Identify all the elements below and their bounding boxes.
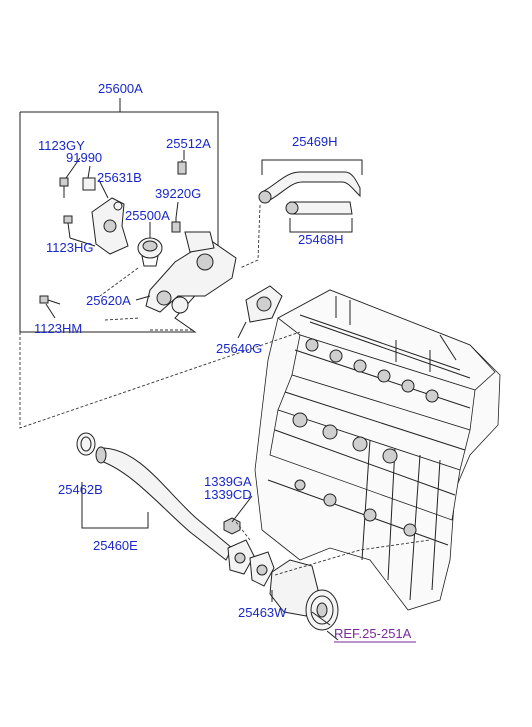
label-39220G: 39220G bbox=[155, 186, 201, 201]
label-25600A: 25600A bbox=[98, 81, 143, 96]
label-91990: 91990 bbox=[66, 150, 102, 165]
part-thermostat-25500A bbox=[137, 237, 163, 267]
label-25462B: 25462B bbox=[58, 482, 103, 497]
label-25463W: 25463W bbox=[238, 605, 287, 620]
connection-lines bbox=[19, 204, 431, 576]
label-25631B: 25631B bbox=[97, 170, 142, 185]
label-25500A: 25500A bbox=[125, 208, 170, 223]
part-sensor-25512A bbox=[177, 160, 187, 175]
part-bolt-1123HM bbox=[39, 295, 61, 305]
part-bolt-1123GY bbox=[59, 177, 69, 198]
part-pipe-25460E bbox=[81, 446, 233, 561]
leader-lines bbox=[45, 150, 331, 626]
water-pump bbox=[269, 559, 339, 641]
label-25620A: 25620A bbox=[86, 293, 131, 308]
part-gasket-25640G bbox=[237, 285, 283, 339]
part-nut-1339GA bbox=[223, 517, 241, 535]
label-25468H: 25468H bbox=[298, 232, 344, 247]
label-1339GA: 1339GA bbox=[204, 474, 252, 489]
label-1339CD: 1339CD bbox=[204, 487, 252, 502]
engine-block bbox=[254, 289, 501, 611]
label-1123HM: 1123HM bbox=[34, 321, 82, 336]
part-sensor-39220G bbox=[171, 218, 181, 233]
part-gasket-25463W bbox=[227, 539, 275, 587]
part-clip-91990 bbox=[82, 177, 96, 191]
part-bolt-1123HG bbox=[63, 215, 73, 239]
part-hose-25469H bbox=[258, 159, 363, 204]
label-25460E: 25460E bbox=[93, 538, 138, 553]
part-hose-25468H bbox=[285, 201, 353, 233]
part-oring-25462B bbox=[76, 432, 96, 456]
label-1123HG: 1123HG bbox=[46, 240, 93, 255]
part-fitting-25620A bbox=[145, 231, 237, 314]
label-25512A: 25512A bbox=[166, 136, 211, 151]
part-housing-25631B bbox=[91, 197, 129, 255]
label-1123GY: 1123GY bbox=[38, 138, 85, 153]
label-ref-25-251A: REF.25-251A bbox=[334, 626, 412, 641]
label-25640G: 25640G bbox=[216, 341, 262, 356]
label-25469H: 25469H bbox=[292, 134, 338, 149]
